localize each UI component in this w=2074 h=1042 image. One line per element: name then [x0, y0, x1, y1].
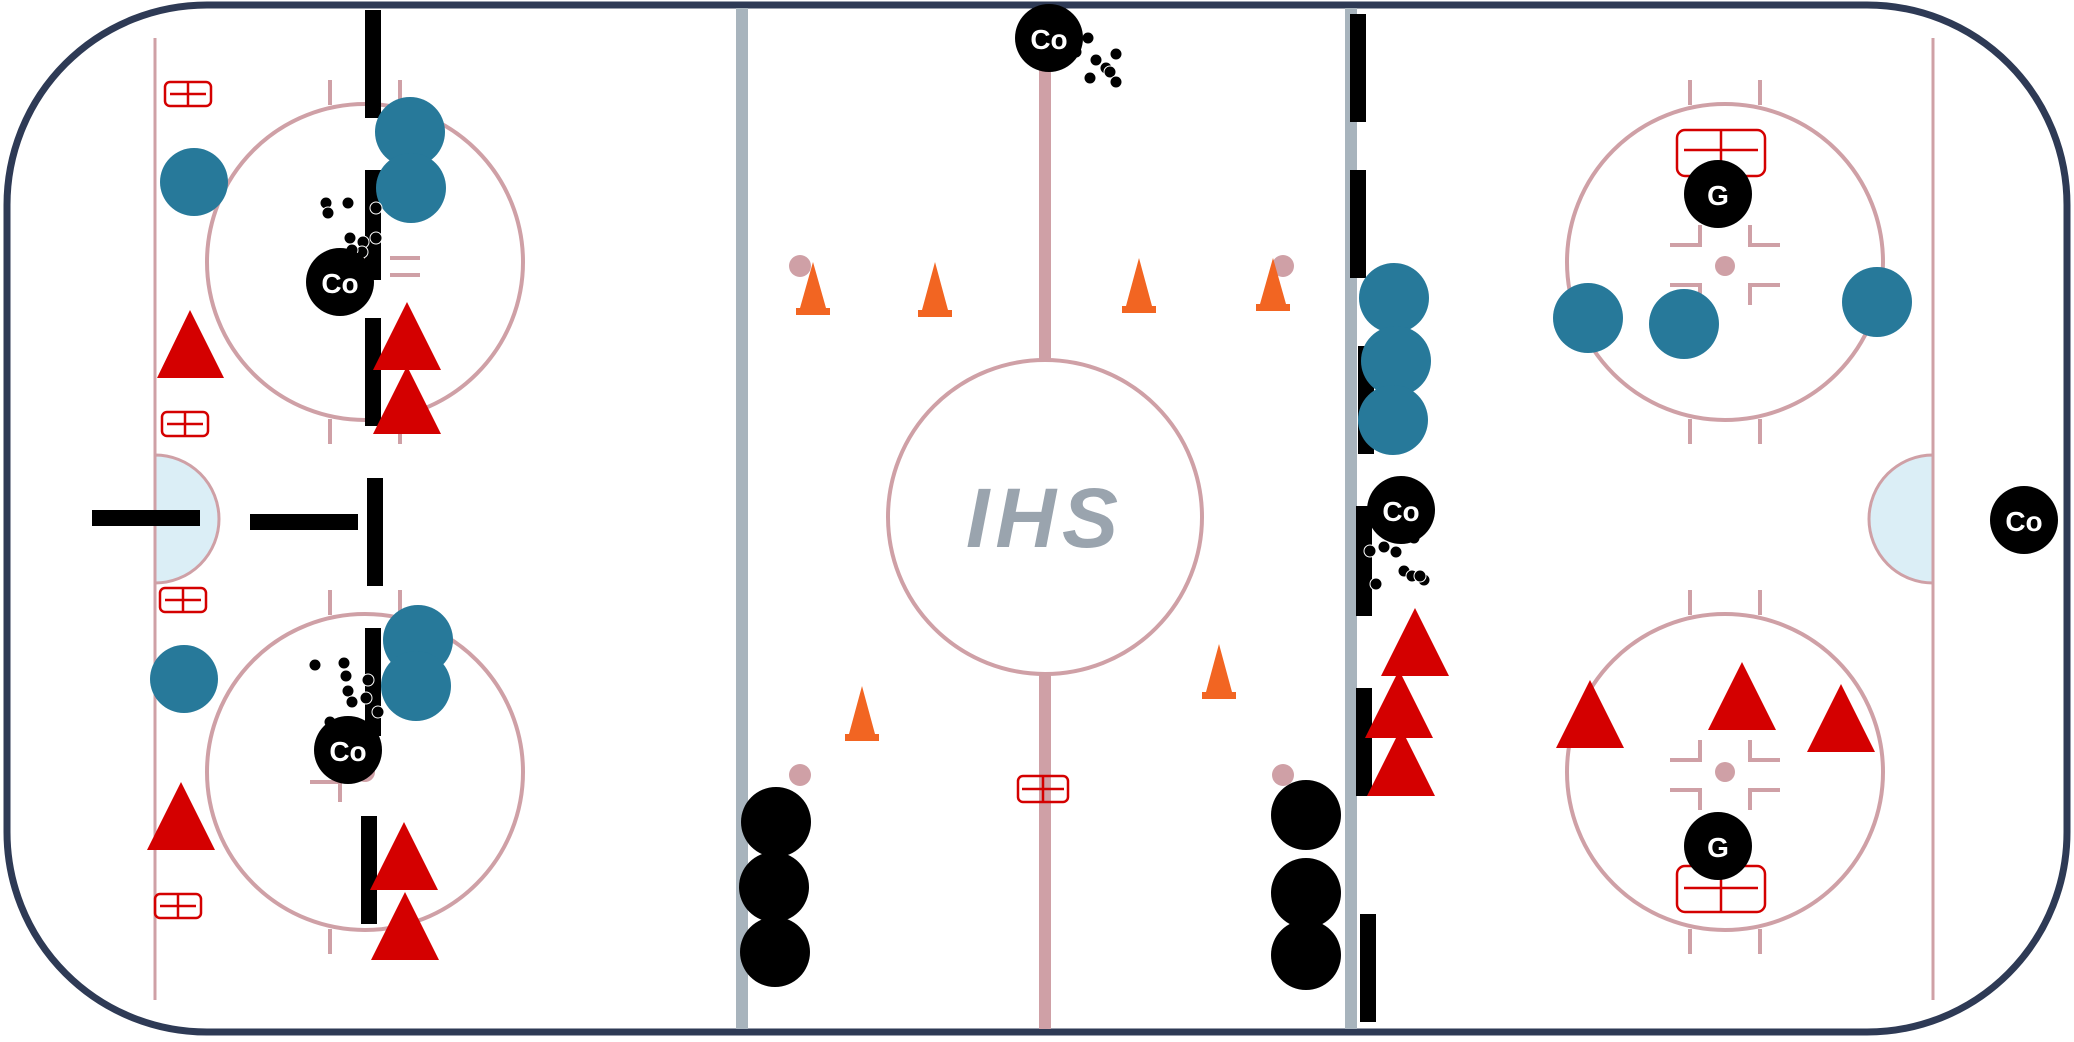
- barrier: [250, 514, 358, 530]
- cone-icon: [796, 262, 830, 315]
- player-blue: [1649, 289, 1719, 359]
- cones: [796, 258, 1290, 741]
- barrier: [1356, 688, 1372, 796]
- opponent-triangle: [157, 310, 224, 378]
- coach-token: Co: [1015, 4, 1083, 72]
- barrier: [1350, 14, 1366, 122]
- opponent-triangle: [1556, 680, 1624, 748]
- barriers: [92, 10, 1376, 1022]
- blue-line-right: [1345, 8, 1357, 1029]
- goalie-token: G: [1684, 160, 1752, 228]
- opponent-triangle: [1708, 662, 1776, 730]
- player-blue: [1358, 385, 1428, 455]
- player-blue: [160, 148, 228, 216]
- coach-label: Co: [329, 736, 366, 767]
- coach-token: Co: [1367, 476, 1435, 544]
- opponent-triangle: [373, 366, 441, 434]
- player-black: [1271, 920, 1341, 990]
- cone-icon: [1122, 258, 1156, 313]
- center-circle: [886, 358, 1204, 676]
- player-black: [740, 917, 810, 987]
- faceoff-hash-marks: [328, 80, 1762, 954]
- coaches: Co Co Co Co Co: [306, 4, 2058, 784]
- goalies: G G: [1684, 160, 1752, 880]
- goal-crease-right: [1867, 453, 1935, 585]
- barrier: [1350, 170, 1366, 278]
- cone-icon: [1202, 644, 1236, 699]
- goalie-token: G: [1684, 812, 1752, 880]
- player-blue: [1361, 326, 1431, 396]
- goalie-label: G: [1707, 180, 1729, 211]
- net-icon: [158, 586, 208, 614]
- cone-icon: [845, 686, 879, 741]
- net-icon: [160, 410, 210, 438]
- pucks: [308, 25, 1431, 729]
- net-icon: [153, 892, 203, 920]
- coach-token: Co: [314, 716, 382, 784]
- player-blue: [1842, 267, 1912, 337]
- blue-line-left: [736, 8, 748, 1029]
- goalie-label: G: [1707, 832, 1729, 863]
- player-blue: [150, 645, 218, 713]
- black-players: [739, 780, 1341, 990]
- center-logo: IHS: [966, 471, 1124, 565]
- barrier: [361, 816, 377, 924]
- opponent-triangle: [1365, 670, 1433, 738]
- barrier: [365, 10, 381, 118]
- opponent-triangle: [373, 302, 441, 370]
- barrier: [1360, 914, 1376, 1022]
- opponents: [147, 302, 1875, 960]
- faceoff-circle-left-bottom: [205, 612, 525, 932]
- barrier: [367, 478, 383, 586]
- faceoff-circle-right-top: [1565, 102, 1885, 422]
- coach-label: Co: [321, 268, 358, 299]
- coach-token: Co: [306, 248, 374, 316]
- opponent-triangle: [371, 892, 439, 960]
- player-blue: [375, 97, 445, 167]
- cone-icon: [1256, 258, 1290, 311]
- player-blue: [1553, 283, 1623, 353]
- coach-token: Co: [1990, 486, 2058, 554]
- net-icon: [1016, 774, 1070, 804]
- opponent-triangle: [147, 782, 215, 850]
- opponent-triangle: [1807, 684, 1875, 752]
- barrier: [1356, 506, 1372, 616]
- player-black: [741, 787, 811, 857]
- barrier: [92, 510, 200, 526]
- cone-icon: [918, 262, 952, 317]
- opponent-triangle: [370, 822, 438, 890]
- player-black: [1271, 780, 1341, 850]
- puck-cluster: [308, 656, 385, 729]
- player-black: [1271, 858, 1341, 928]
- opponent-triangle: [1367, 728, 1435, 796]
- faceoff-circle-right-bottom: [1565, 612, 1885, 932]
- coach-label: Co: [1030, 24, 1067, 55]
- opponent-triangle: [1381, 608, 1449, 676]
- net-icon: [163, 80, 213, 108]
- blue-players: [150, 97, 1912, 721]
- player-black: [739, 852, 809, 922]
- player-blue: [376, 153, 446, 223]
- puck-cluster: [319, 196, 383, 259]
- barrier: [365, 318, 381, 426]
- player-blue: [1359, 263, 1429, 333]
- player-blue: [381, 651, 451, 721]
- coach-label: Co: [1382, 496, 1419, 527]
- barrier: [365, 170, 381, 280]
- coach-label: Co: [2005, 506, 2042, 537]
